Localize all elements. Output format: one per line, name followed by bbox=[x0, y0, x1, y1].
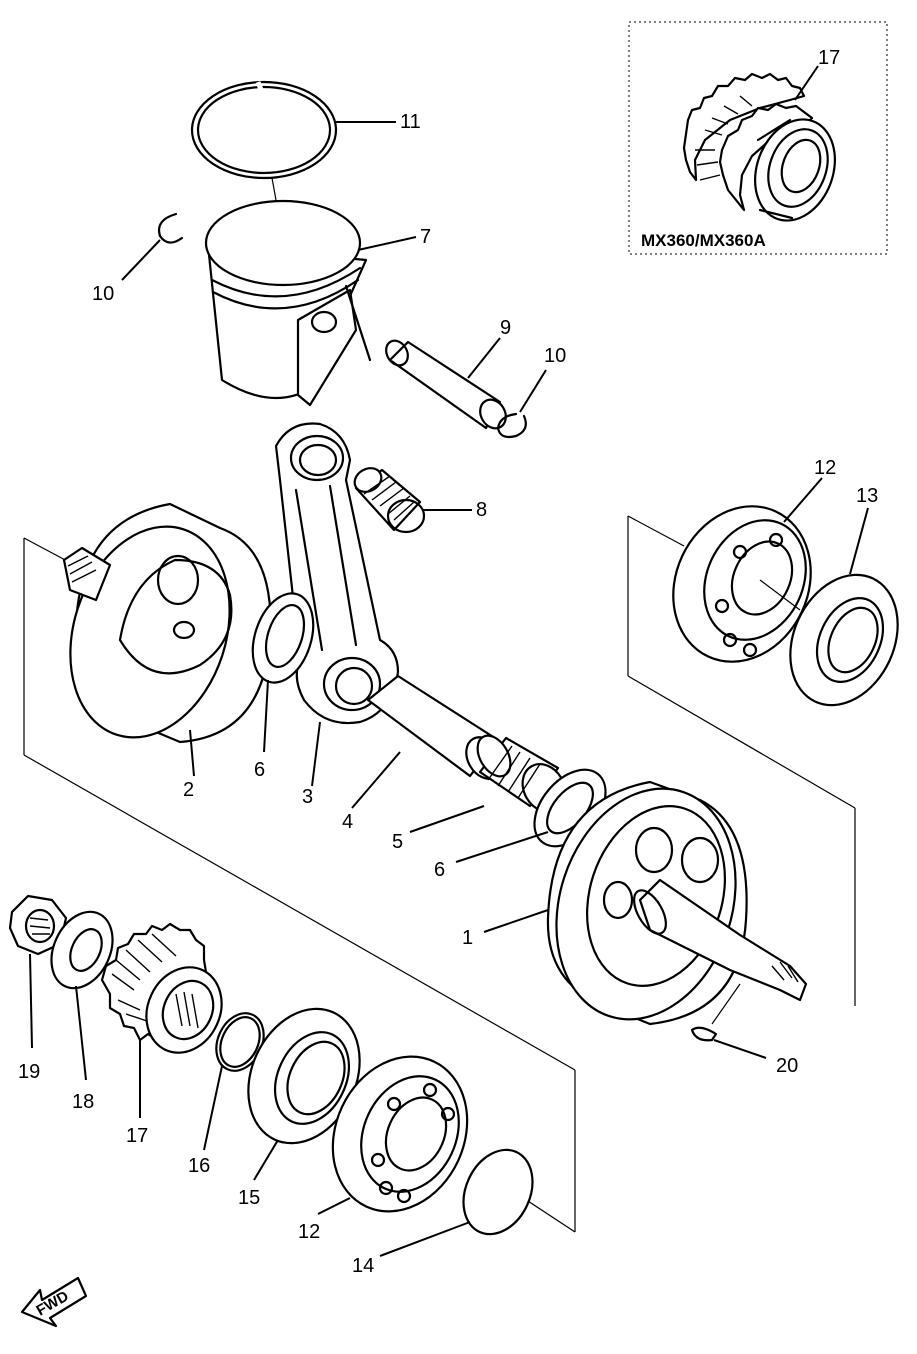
leader-2 bbox=[189, 729, 195, 777]
callout-15: 15 bbox=[238, 1187, 260, 1209]
callout-9: 9 bbox=[500, 317, 511, 339]
callout-3: 3 bbox=[302, 786, 313, 808]
crank-half-right bbox=[546, 515, 856, 1026]
inset-label: MX360/MX360A bbox=[641, 231, 766, 250]
piston-pin bbox=[385, 339, 507, 430]
callout-4: 4 bbox=[342, 811, 353, 833]
leader-4 bbox=[351, 751, 401, 809]
small-end-bearing bbox=[353, 467, 426, 534]
leader-9 bbox=[467, 337, 501, 379]
leader-10b bbox=[519, 369, 547, 413]
leader-12a bbox=[783, 477, 823, 523]
callout-6a: 6 bbox=[254, 759, 265, 781]
washer-nut bbox=[50, 910, 114, 990]
leader-6b bbox=[455, 831, 549, 863]
shim bbox=[462, 1148, 534, 1236]
callout-18: 18 bbox=[72, 1091, 94, 1113]
callout-13: 13 bbox=[856, 485, 878, 507]
leader-15 bbox=[253, 1139, 279, 1181]
callout-6b: 6 bbox=[434, 859, 445, 881]
fwd-arrow-icon: FWD bbox=[20, 1276, 88, 1328]
callout-20: 20 bbox=[776, 1055, 798, 1077]
connecting-rod bbox=[274, 422, 400, 725]
callout-11: 11 bbox=[400, 111, 421, 133]
callout-10b: 10 bbox=[544, 345, 566, 367]
piston-pin-clip-left bbox=[158, 212, 184, 244]
inset-callout: 17 bbox=[818, 47, 840, 69]
inset-gear-drawing bbox=[682, 72, 836, 222]
piston-pin-clip-right bbox=[496, 412, 527, 439]
crank-half-left bbox=[23, 502, 576, 1071]
oil-seal-lower bbox=[247, 1007, 361, 1145]
callout-16: 16 bbox=[188, 1155, 210, 1177]
key-guide bbox=[711, 983, 741, 1025]
piston-ring bbox=[190, 80, 338, 180]
callout-17: 17 bbox=[126, 1125, 148, 1147]
leader-6a bbox=[263, 679, 269, 753]
piston bbox=[204, 199, 372, 407]
leader-5 bbox=[409, 805, 485, 833]
leader-16 bbox=[203, 1065, 223, 1151]
woodruff-key bbox=[690, 1026, 718, 1042]
callout-10a: 10 bbox=[92, 283, 114, 305]
callout-19: 19 bbox=[18, 1061, 40, 1083]
callout-2: 2 bbox=[183, 779, 194, 801]
oil-seal-right bbox=[789, 573, 899, 707]
callout-5: 5 bbox=[392, 831, 403, 853]
callout-12a: 12 bbox=[814, 457, 836, 479]
leader-13 bbox=[849, 507, 869, 575]
leader-10a bbox=[121, 239, 161, 281]
callout-7: 7 bbox=[420, 226, 431, 248]
leader-12b bbox=[317, 1197, 351, 1215]
callout-12b: 12 bbox=[298, 1221, 320, 1243]
leader-3 bbox=[311, 721, 321, 787]
callout-14: 14 bbox=[352, 1255, 374, 1277]
main-bearing-lower bbox=[331, 1055, 469, 1213]
leader-1 bbox=[483, 909, 549, 933]
leader-14 bbox=[379, 1221, 471, 1257]
callout-8: 8 bbox=[476, 499, 487, 521]
axis-line bbox=[271, 177, 277, 201]
leader-20 bbox=[713, 1039, 767, 1059]
callout-1: 1 bbox=[462, 927, 473, 949]
inset-mx360: 17 MX360/MX360A bbox=[628, 21, 888, 255]
inset-leader bbox=[794, 65, 819, 101]
leader-7 bbox=[357, 236, 417, 251]
primary-drive-gear bbox=[100, 922, 223, 1054]
leader-19 bbox=[29, 953, 33, 1049]
leader-18 bbox=[75, 985, 87, 1081]
